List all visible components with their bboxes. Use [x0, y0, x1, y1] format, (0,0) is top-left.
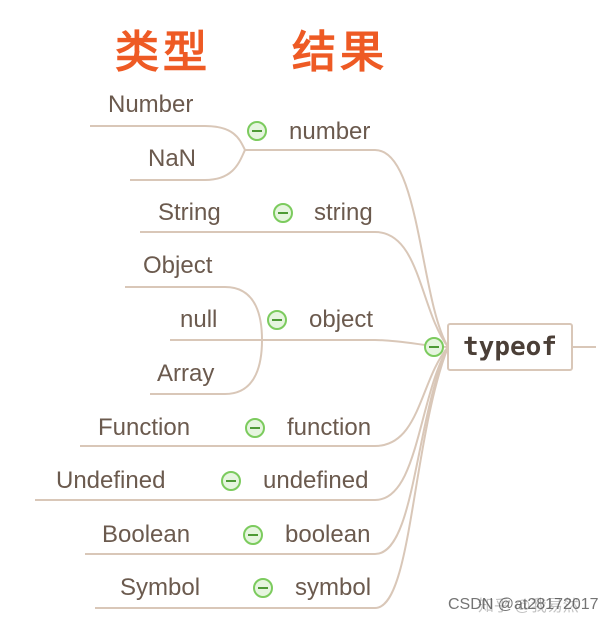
edge-root-string	[374, 231, 449, 348]
type-symbol[interactable]: Symbol	[120, 574, 201, 601]
edge-type-array	[224, 339, 263, 395]
result-object[interactable]: object	[309, 306, 374, 333]
type-boolean[interactable]: Boolean	[102, 521, 191, 548]
collapse-string-icon[interactable]	[273, 203, 293, 223]
root-node-label[interactable]: typeof	[463, 332, 557, 362]
header-type: 类型	[115, 27, 211, 78]
result-boolean[interactable]: boolean	[285, 521, 371, 548]
type-undefined[interactable]: Undefined	[56, 467, 166, 494]
edge-root-boolean	[374, 346, 449, 555]
edge-root-function	[374, 346, 449, 447]
zhihu-watermark: 知乎 @我易然	[478, 598, 579, 615]
edge-type-nan	[204, 149, 246, 181]
edge-root-undefined	[374, 346, 449, 501]
collapse-object-icon[interactable]	[267, 310, 287, 330]
edge-root-symbol	[374, 346, 449, 609]
type-function[interactable]: Function	[98, 414, 191, 441]
type-string[interactable]: String	[158, 199, 221, 226]
collapse-root-icon[interactable]	[424, 337, 444, 357]
collapse-number-icon[interactable]	[247, 121, 267, 141]
edge-root-number	[374, 149, 449, 348]
result-number[interactable]: number	[289, 118, 371, 145]
csdn-watermark: CSDN @at28172017	[448, 596, 599, 613]
result-string[interactable]: string	[314, 199, 373, 226]
type-object[interactable]: Object	[143, 252, 213, 279]
collapse-boolean-icon[interactable]	[243, 525, 263, 545]
edge-type-object	[224, 286, 263, 341]
result-function[interactable]: function	[287, 414, 372, 441]
result-undefined[interactable]: undefined	[263, 467, 369, 494]
collapse-function-icon[interactable]	[245, 418, 265, 438]
collapse-symbol-icon[interactable]	[253, 578, 273, 598]
type-nan[interactable]: NaN	[148, 145, 197, 172]
collapse-undefined-icon[interactable]	[221, 471, 241, 491]
edge-type-number	[204, 125, 246, 151]
type-number[interactable]: Number	[108, 91, 194, 118]
type-array[interactable]: Array	[157, 360, 215, 387]
result-symbol[interactable]: symbol	[295, 574, 372, 601]
type-null[interactable]: null	[180, 306, 218, 333]
header-result: 结果	[292, 27, 388, 78]
